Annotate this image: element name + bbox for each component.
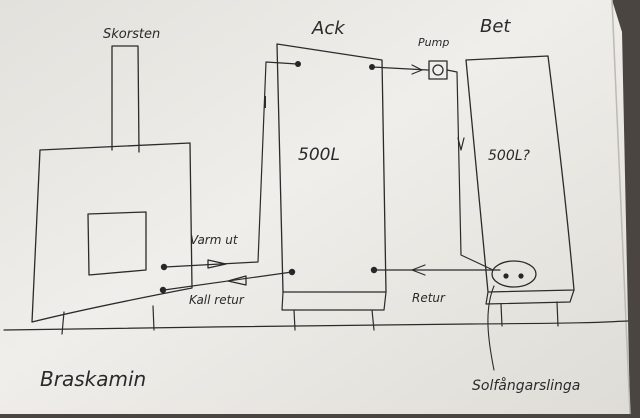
boiler-volume-label: 500L? [488,148,531,164]
accumulator-tank [276,43,387,331]
accumulator-volume-label: 500L [298,145,340,165]
solar-coil-exchanger [491,260,537,288]
pump-label: Pump [418,36,449,49]
accumulator-top-left-port [295,61,301,67]
arrow-hot-out [207,259,227,269]
solar-coil-leader [487,285,495,371]
boiler-base [485,289,575,305]
arrow-to-pump [411,64,423,75]
floor-line [3,320,629,331]
pipe-pump-to-boiler [446,69,494,271]
chimney [111,45,140,153]
stove-hot-port [160,263,168,271]
arrow-boiler-down [457,137,465,151]
cold-return-label: Kall retur [189,293,245,307]
stove-cold-port [159,286,167,294]
pump-rotor [432,64,444,76]
solar-coil-port-left [503,273,509,279]
accumulator-base [281,291,387,311]
paper-sheet [0,0,630,414]
stove-label: Braskamin [40,367,146,391]
solar-coil-port-right [518,273,524,279]
accumulator-label: Ack [311,18,346,39]
pipe-to-pump [371,66,429,71]
accumulator-leg-right [371,309,375,331]
return-label: Retur [412,291,446,305]
arrow-cold-return [227,275,247,286]
boiler-leg-left [500,303,503,327]
stove-window [87,211,147,276]
stove-body [31,142,193,323]
solar-coil-label: Solfångarslinga [472,377,580,394]
chimney-label: Skorsten [103,27,160,42]
boiler-leg-right [556,301,559,327]
boiler-label: Bet [480,16,511,37]
arrow-return [411,264,426,276]
boiler-body [465,55,575,293]
accumulator-leg-left [293,309,296,331]
stove [31,45,193,335]
stove-leg-right [152,305,155,331]
pipe-hot-out [164,61,298,268]
stove-leg-left [61,311,65,335]
paper-edge [611,0,631,415]
hot-out-label: Varm ut [190,233,239,247]
boiler-tank [465,55,575,327]
